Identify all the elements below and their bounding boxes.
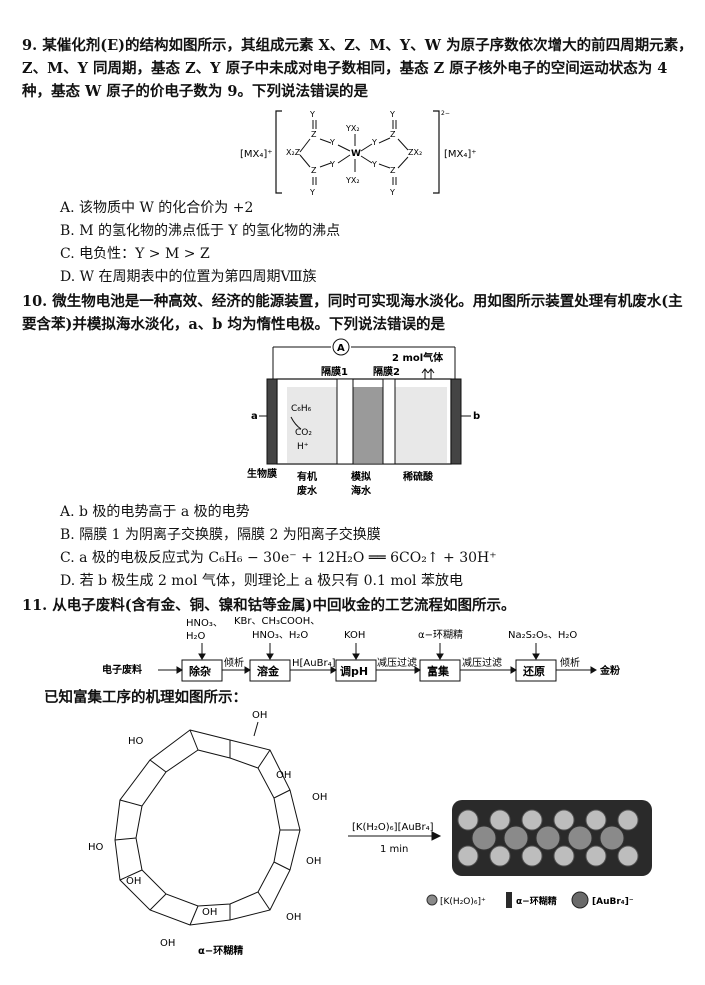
q11-reagent5: Na₂S₂O₅、H₂O — [508, 630, 577, 641]
q10-hplus: H⁺ — [297, 442, 309, 452]
q9-y3: Y — [329, 160, 335, 169]
q9-option-b: B. M 的氢化物的沸点低于 Y 的氢化物的沸点 — [60, 223, 341, 239]
q9-z3: Z — [390, 130, 396, 139]
q11-ho-2: HO — [88, 842, 104, 853]
q11-oh-1: OH — [252, 710, 267, 721]
q9-zx2: ZX₂ — [408, 148, 422, 157]
q9-x2z: X₂Z — [286, 148, 301, 157]
q10-seawater1: 模拟 — [351, 470, 371, 483]
q9-option-c: C. 电负性：Y > M > Z — [60, 246, 210, 262]
q11-start: 电子废料 — [102, 663, 142, 676]
q11-oh-8: OH — [160, 938, 175, 949]
q9-z4: Z — [390, 166, 396, 175]
q11-product-assembly — [452, 800, 652, 876]
q11-reagent1-b: H₂O — [186, 631, 206, 642]
q9-y2: Y — [329, 138, 335, 147]
q11-arrow4: 减压过滤 — [462, 656, 502, 669]
q10-option-c: C. a 极的电极反应式为 C₆H₆ − 30e⁻ + 12H₂O ══ 6CO… — [60, 550, 497, 566]
q11-note: 已知富集工序的机理如图所示： — [44, 689, 247, 706]
q11-flow-chart: HNO₃、 H₂O KBr、CH₃COOH、 HNO₃、H₂O KOH α−环糊… — [102, 616, 620, 682]
q9-w: W — [351, 149, 361, 159]
q11-oh-7: OH — [286, 912, 301, 923]
q11-legend2: α−环糊精 — [516, 895, 557, 907]
q11-arrow2: H[AuBr₄] — [292, 658, 336, 669]
q11-arrow3: 减压过滤 — [377, 656, 417, 669]
q11-mechanism-figure: OH HO OH OH OH HO OH OH OH OH α−环糊精 [K(H… — [88, 710, 652, 957]
q10-option-a: A. b 极的电势高于 a 极的电势 — [60, 504, 250, 520]
q11-oh-4: OH — [306, 856, 321, 867]
q9-yx2-bottom: YX₂ — [345, 176, 360, 185]
q10-acid: 稀硫酸 — [403, 470, 434, 483]
q11-reagent2-b: HNO₃、H₂O — [252, 630, 308, 641]
q10-membrane1-label: 隔膜1 — [321, 365, 348, 378]
q9-y-top-right: Y — [389, 110, 395, 119]
q10-option-d: D. 若 b 极生成 2 mol 气体，则理论上 a 极只有 0.1 mol 苯… — [60, 573, 463, 589]
q11-reagent2-a: KBr、CH₃COOH、 — [234, 616, 320, 627]
q11-box2: 溶金 — [257, 664, 280, 678]
q11-reagent1-a: HNO₃、 — [186, 618, 223, 629]
q11-molecule-label: α−环糊精 — [198, 944, 243, 957]
q11-oh-3: OH — [312, 792, 327, 803]
q9-y-bottom-left: Y — [309, 188, 315, 197]
q9-charge: 2− — [441, 110, 450, 117]
q9-left-cation: [MX₄]⁺ — [240, 149, 273, 160]
q11-reagent3: KOH — [344, 630, 365, 641]
q9-option-a: A. 该物质中 W 的化合价为 +2 — [60, 200, 254, 216]
q11-number: 11. — [22, 597, 48, 614]
q11-text: 从电子废料(含有金、铜、镍和钴等金属)中回收金的工艺流程如图所示。 — [52, 597, 516, 614]
q9-number: 9. — [22, 37, 38, 54]
q10-option-b: B. 隔膜 1 为阴离子交换膜，隔膜 2 为阳离子交换膜 — [60, 527, 381, 543]
q10-text: 微生物电池是一种高效、经济的能源装置，同时可实现海水淡化。用如图所示装置处理有机… — [22, 293, 683, 333]
q11-box5: 还原 — [522, 664, 545, 678]
q11-oh-2: OH — [276, 770, 291, 781]
q10-electrode-b: b — [473, 411, 480, 422]
q9-y5: Y — [371, 160, 377, 169]
q10-cell-figure: A 2 mol气体 隔膜1 隔膜2 a b C₆H₆ CO₂ H⁺ 生物膜 有机… — [247, 338, 480, 497]
q9-y4: Y — [371, 138, 377, 147]
q11-oh-6: OH — [202, 907, 217, 918]
q10-gas-label: 2 mol气体 — [392, 351, 444, 364]
q11-arrow1: 倾析 — [224, 656, 244, 669]
q10-organic1: 有机 — [297, 470, 317, 483]
q9-y-bottom-right: Y — [389, 188, 395, 197]
q10-stem: 10. 微生物电池是一种高效、经济的能源装置，同时可实现海水淡化。用如图所示装置… — [22, 290, 693, 336]
q10-electrode-a: a — [251, 411, 258, 422]
q10-organic2: 废水 — [297, 484, 318, 497]
q9-right-cation: [MX₄]⁺ — [444, 149, 477, 160]
q11-box4: 富集 — [427, 664, 450, 678]
q9-text: 某催化剂(E)的结构如图所示，其组成元素 X、Z、M、Y、W 为原子序数依次增大… — [22, 37, 693, 100]
q10-number: 10. — [22, 293, 48, 310]
q11-box3: 调pH — [340, 664, 368, 678]
q9-z1: Z — [311, 130, 317, 139]
q10-membrane2-label: 隔膜2 — [373, 365, 400, 378]
q9-z2: Z — [311, 166, 317, 175]
q9-option-d: D. W 在周期表中的位置为第四周期Ⅷ族 — [60, 269, 317, 285]
q9-stem: 9. 某催化剂(E)的结构如图所示，其组成元素 X、Z、M、Y、W 为原子序数依… — [22, 34, 693, 103]
q11-legend1: [K(H₂O)₆]⁺ — [440, 897, 486, 907]
q10-co2: CO₂ — [295, 428, 312, 438]
q11-reaction-bottom: 1 min — [380, 844, 408, 855]
q10-biofilm: 生物膜 — [247, 467, 277, 480]
q11-reaction-top: [K(H₂O)₆][AuBr₄] — [352, 822, 434, 833]
q11-oh-5: OH — [126, 876, 141, 887]
q11-stem: 11. 从电子废料(含有金、铜、镍和钴等金属)中回收金的工艺流程如图所示。 — [22, 594, 693, 617]
q9-yx2-top: YX₂ — [345, 124, 360, 133]
q10-c6h6: C₆H₆ — [291, 404, 312, 414]
q10-ammeter-label: A — [337, 343, 345, 354]
q9-y1: Y — [309, 110, 315, 119]
q11-arrow5: 倾析 — [560, 656, 580, 669]
q11-ho-1: HO — [128, 736, 144, 747]
q11-legend3: [AuBr₄]⁻ — [592, 897, 634, 907]
q11-end: 金粉 — [599, 664, 620, 677]
q11-box1: 除杂 — [189, 664, 211, 678]
q11-reagent4: α−环糊精 — [418, 628, 463, 641]
q9-structure-figure: [MX₄]⁺ 2− [MX₄]⁺ Y Z Y X₂Z Z Y Y W YX₂ Y… — [240, 110, 477, 197]
q10-seawater2: 海水 — [351, 484, 372, 497]
